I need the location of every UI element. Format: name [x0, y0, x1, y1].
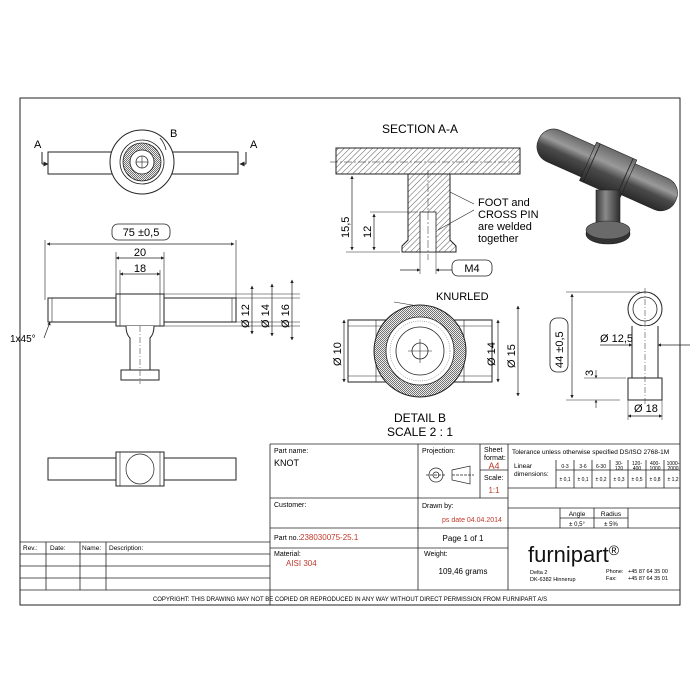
customer-label: Customer: [274, 502, 306, 509]
tolerance-range-2: 6-30 [596, 464, 606, 470]
part-3d-render [536, 128, 678, 245]
projection-label: Projection: [422, 448, 455, 455]
dim-d12: Ø 12 [240, 304, 252, 328]
detail-b-scale: SCALE 2 : 1 [387, 425, 453, 439]
section-marker-right: A [250, 139, 258, 151]
dim-side-d18: Ø 18 [634, 403, 658, 415]
dim-overall-length: 75 ±0,5 [123, 227, 160, 239]
side-view: 44 ±0,5 Ø 12,5 3 Ø 18 [549, 288, 690, 420]
tolerance-range-1: 3-6 [579, 464, 586, 470]
tolerance-value-5: ± 0,8 [649, 477, 660, 483]
part-name-label: Part name: [274, 448, 308, 455]
knurled-label: KNURLED [436, 291, 489, 303]
scale-label: Scale: [484, 475, 504, 482]
dim-sec-15-5: 15,5 [340, 217, 352, 238]
dim-side-3: 3 [584, 370, 596, 376]
page-count: Page 1 of 1 [443, 534, 484, 543]
section-a-a-title: SECTION A-A [382, 122, 458, 136]
title-block-text: Part name: KNOT Projection: Sheet format… [23, 447, 669, 603]
copyright: COPYRIGHT: THIS DRAWING MAY NOT BE COPIE… [153, 597, 547, 603]
angle-tol: ± 0,5° [569, 522, 585, 528]
rev-header-description: Description: [109, 545, 144, 552]
section-marker-left: A [34, 139, 42, 151]
sheet-format-label-1: Sheet [484, 447, 502, 454]
dim-d16: Ø 16 [280, 304, 292, 328]
title-block [20, 443, 680, 605]
detail-marker: B [170, 128, 177, 140]
tolerance-ranges: 0-3 3-6 6-30 30-120 120-400 400-1000 1000-2000 [561, 461, 679, 472]
tolerance-range-4: 120-400 [632, 461, 642, 472]
tolerance-range-0: 0-3 [561, 464, 568, 470]
linear-label-1: Linear [514, 463, 533, 470]
top-view: A A B [34, 128, 258, 195]
dim-sleeve-length: 20 [134, 247, 146, 259]
phone-label: Phone: [606, 569, 624, 575]
angle-label: Angle [569, 511, 586, 518]
rev-header-rev: Rev.: [23, 545, 38, 552]
material: AISI 304 [286, 559, 317, 568]
address-line-1: Delta 2 [530, 570, 547, 576]
tolerance-value-1: ± 0,1 [577, 477, 588, 483]
company-mark: ® [609, 542, 620, 558]
address-line-2: DK-6382 Hinnerup [530, 577, 576, 583]
rev-header-date: Date: [50, 545, 66, 552]
note-line-4: together [478, 233, 519, 245]
note-line-2: CROSS PIN [478, 209, 539, 221]
tolerance-values: ± 0,1 ± 0,1 ± 0,2 ± 0,3 ± 0,5 ± 0,8 ± 1,2 [559, 477, 678, 483]
company-name: furnipart [528, 542, 609, 567]
weight-label: Weight: [424, 551, 448, 558]
dim-det-d15: Ø 15 [506, 344, 518, 368]
dim-sec-12: 12 [362, 226, 374, 238]
note-line-1: FOOT and [478, 197, 530, 209]
linear-label-2: dimensions: [514, 471, 549, 478]
part-no: 238030075-25.1 [300, 533, 359, 542]
radius-tol: ± 5% [604, 522, 618, 528]
fax-label: Fax: [606, 576, 617, 582]
drawn-by: ps date 04.04.2014 [442, 517, 502, 524]
bottom-view [47, 451, 237, 487]
tolerance-value-2: ± 0,2 [595, 477, 606, 483]
sheet-format-label-2: format: [484, 455, 506, 462]
part-name: KNOT [274, 458, 300, 468]
tolerance-value-3: ± 0,3 [613, 477, 624, 483]
sheet-format: A4 [488, 461, 499, 471]
sheet-border [19, 97, 681, 606]
dim-thread-m4: M4 [464, 263, 479, 275]
drawn-by-label: Drawn by: [422, 503, 454, 510]
dim-det-d14: Ø 14 [486, 342, 498, 366]
projection-symbol [426, 465, 474, 485]
dim-chamfer: 1x45° [10, 334, 36, 345]
dim-side-d12-5: Ø 12,5 [600, 333, 633, 345]
detail-b: KNURLED Ø 10 Ø 14 Ø 15 DETAIL B SCALE 2 … [332, 291, 520, 439]
dim-height-44: 44 ±0,5 [554, 331, 566, 368]
tolerance-value-4: ± 0,5 [631, 477, 642, 483]
phone: +45 87 64 35 00 [628, 569, 668, 575]
radius-label: Radius [601, 511, 622, 518]
scale: 1:1 [488, 486, 500, 495]
part-no-label: Part no.: [274, 535, 301, 542]
company-logo: furnipart® [528, 542, 620, 567]
rev-header-name: Name: [82, 545, 101, 552]
tolerance-range-3: 30-120 [615, 461, 624, 472]
dim-d14: Ø 14 [260, 304, 272, 328]
tolerance-range-5: 400-1000 [649, 461, 660, 472]
front-view: 75 ±0,5 20 18 1x45° Ø 12 Ø 14 [10, 223, 300, 384]
fax: +45 87 64 35 01 [628, 576, 668, 582]
section-a-a: SECTION A-A FOOT and CROSS PIN are welde… [330, 122, 539, 277]
dim-sleeve-inner: 18 [134, 263, 146, 275]
note-line-3: are welded [478, 221, 532, 233]
dim-det-d10: Ø 10 [332, 342, 344, 366]
tolerance-value-6: ± 1,2 [667, 477, 678, 483]
tolerance-title: Tolerance unless otherwise specified DS/… [512, 449, 669, 456]
tolerance-range-6: 1000-2000 [667, 461, 680, 472]
weight: 109,46 grams [439, 567, 488, 576]
material-label: Material: [274, 551, 301, 558]
tolerance-value-0: ± 0,1 [559, 477, 570, 483]
detail-b-title: DETAIL B [394, 411, 446, 425]
